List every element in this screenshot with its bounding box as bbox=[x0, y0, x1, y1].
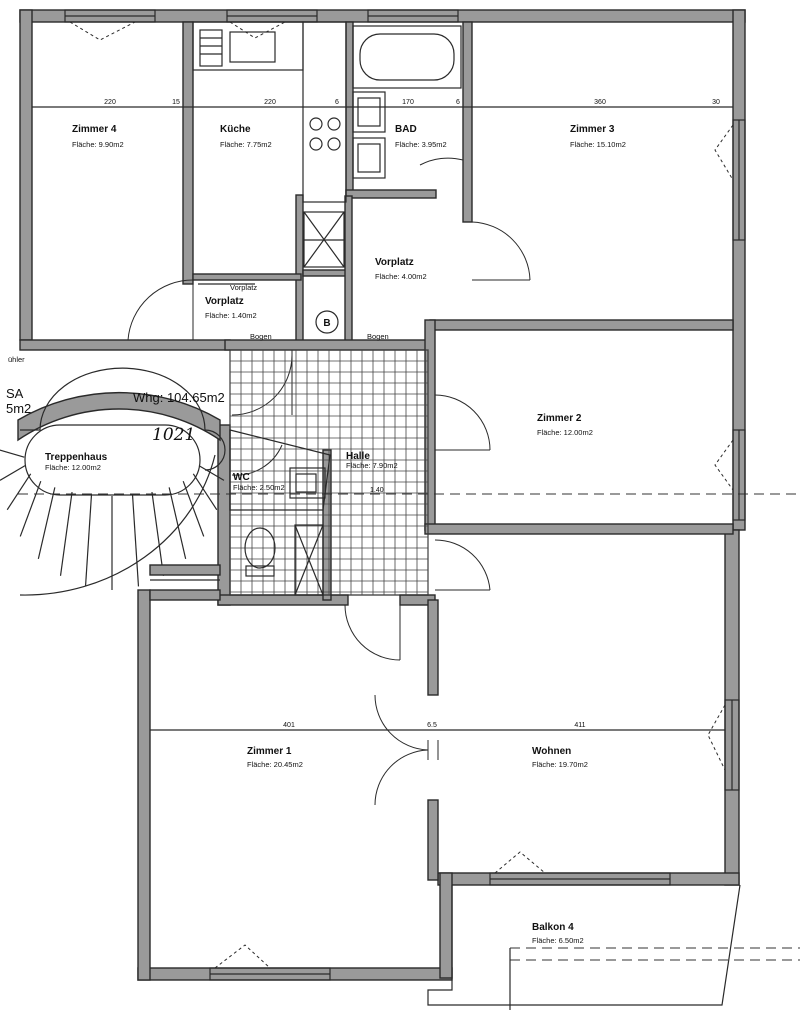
halle-tile-grid bbox=[229, 349, 429, 596]
room-area-zimmer-3: Fläche: 15.10m2 bbox=[570, 140, 626, 149]
room-area-balkon-4: Fläche: 6.50m2 bbox=[532, 936, 584, 945]
windows bbox=[64, 9, 746, 981]
room-name-vorplatz: Vorplatz bbox=[375, 257, 414, 268]
room-area-wohnen: Fläche: 19.70m2 bbox=[532, 760, 588, 769]
dimensions-bottom: 401 6.5 411 bbox=[283, 722, 586, 729]
window-swings bbox=[69, 21, 734, 969]
bogen-label-right: Bogen bbox=[367, 332, 389, 341]
room-area-wc: Fläche: 2.50m2 bbox=[233, 483, 285, 492]
room-area-zimmer-2: Fläche: 12.00m2 bbox=[537, 428, 593, 437]
dimension-top-1: 15 bbox=[172, 99, 180, 106]
dimension-top-7: 30 bbox=[712, 99, 720, 106]
dimension-top-5: 6 bbox=[456, 99, 460, 106]
halle-dimension: 1.40 bbox=[370, 487, 384, 494]
room-area-zimmer-1: Fläche: 20.45m2 bbox=[247, 760, 303, 769]
room-name-vorplatz-small: Vorplatz bbox=[205, 296, 244, 307]
dimension-top-3: 6 bbox=[335, 99, 339, 106]
room-name-zimmer-2: Zimmer 2 bbox=[537, 413, 582, 424]
room-area-bad: Fläche: 3.95m2 bbox=[395, 140, 447, 149]
room-area-vorplatz-small: Fläche: 1.40m2 bbox=[205, 311, 257, 320]
dimension-top-2: 220 bbox=[264, 99, 276, 106]
room-name-zimmer-4: Zimmer 4 bbox=[72, 124, 117, 135]
room-area-halle: Fläche: 7.90m2 bbox=[346, 461, 398, 470]
vorplatz-arrow-label: Vorplatz bbox=[230, 283, 257, 292]
room-name-zimmer-3: Zimmer 3 bbox=[570, 124, 615, 135]
dimension-bottom-2: 411 bbox=[574, 722, 585, 729]
apartment-total-area: Whg: 104.65m2 bbox=[133, 390, 225, 405]
room-name-kueche: Küche bbox=[220, 124, 251, 135]
room-name-wc: WC bbox=[233, 472, 250, 483]
outer-walls bbox=[19, 9, 746, 981]
room-name-balkon-4: Balkon 4 bbox=[532, 922, 574, 933]
balcony bbox=[427, 884, 800, 1010]
boiler-label: B bbox=[323, 318, 330, 329]
dimension-top-0: 220 bbox=[104, 99, 116, 106]
bath-fixtures bbox=[352, 25, 462, 179]
wc-fixtures bbox=[229, 429, 331, 596]
room-area-kueche: Fläche: 7.75m2 bbox=[220, 140, 272, 149]
room-name-treppenhaus: Treppenhaus bbox=[45, 452, 108, 463]
room-area-treppenhaus: Fläche: 12.00m2 bbox=[45, 463, 101, 472]
cutoff-label-1: ühler bbox=[8, 355, 25, 364]
room-name-wohnen: Wohnen bbox=[532, 746, 571, 757]
dimension-bottom-0: 401 bbox=[283, 722, 295, 729]
bogen-label-left: Bogen bbox=[250, 332, 272, 341]
handwritten-unit-number: 1021 bbox=[152, 425, 195, 445]
dimension-bottom-1: 6.5 bbox=[427, 722, 437, 729]
cutoff-label-3: 5m2 bbox=[6, 401, 31, 416]
boiler: B bbox=[315, 310, 339, 334]
room-name-bad: BAD bbox=[395, 124, 417, 135]
dimension-top-6: 360 bbox=[594, 99, 606, 106]
inner-walls bbox=[19, 21, 734, 881]
cutoff-label-2: SA bbox=[6, 386, 24, 401]
room-name-halle: Halle bbox=[346, 451, 370, 462]
dimensions-top: 220 15 220 6 170 6 360 30 bbox=[104, 99, 720, 106]
staircase bbox=[0, 367, 226, 596]
room-area-zimmer-4: Fläche: 9.90m2 bbox=[72, 140, 124, 149]
room-area-vorplatz: Fläche: 4.00m2 bbox=[375, 272, 427, 281]
room-name-zimmer-1: Zimmer 1 bbox=[247, 746, 292, 757]
kitchen-fixtures bbox=[192, 21, 347, 268]
dimension-top-4: 170 bbox=[402, 99, 414, 106]
